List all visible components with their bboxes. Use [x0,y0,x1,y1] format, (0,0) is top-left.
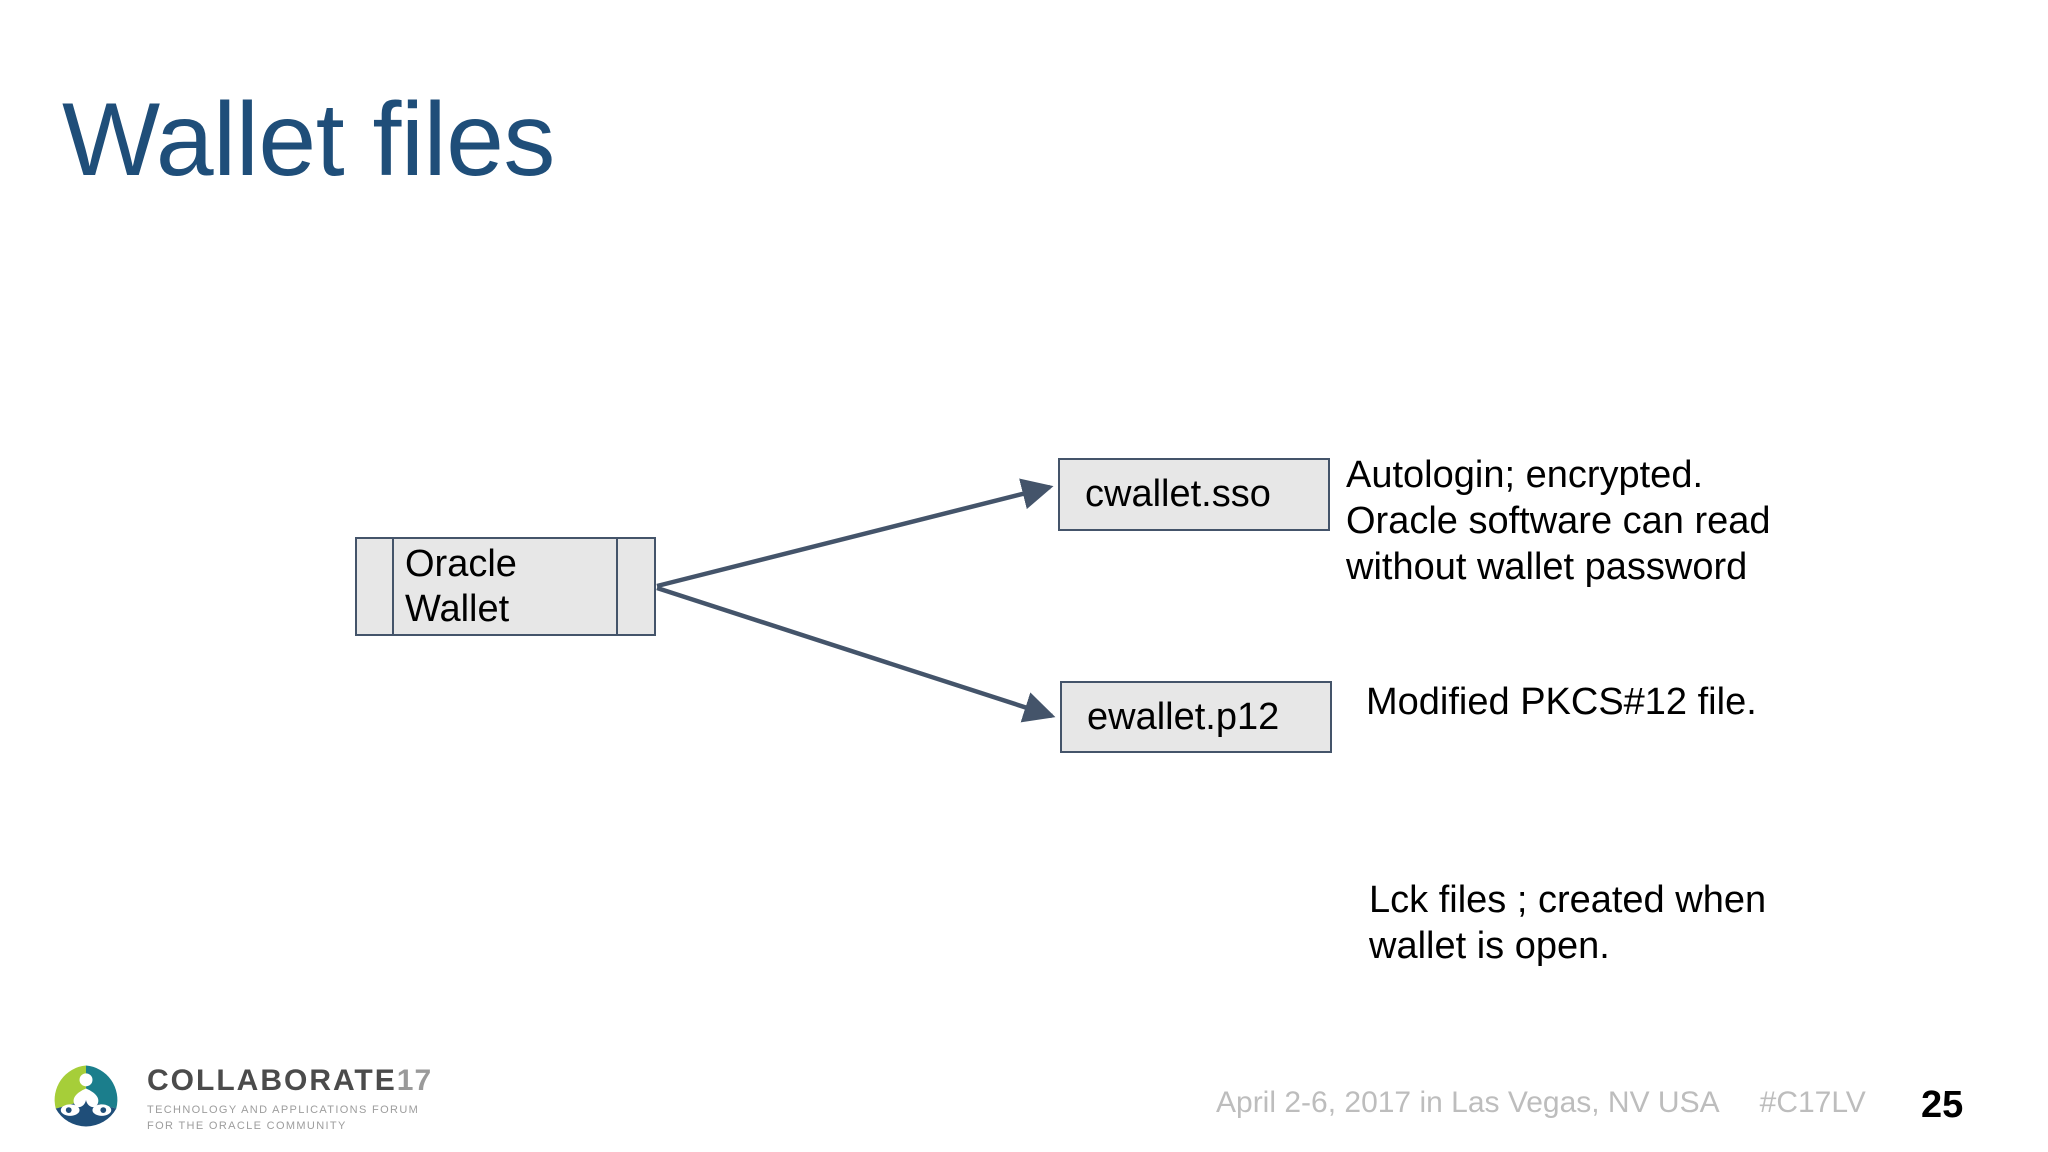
collaborate-tagline: TECHNOLOGY AND APPLICATIONS FORUM FOR TH… [147,1104,420,1132]
node-cwallet-sso[interactable]: cwallet.sso [1058,458,1330,531]
collaborate-wordmark: COLLABORATE17 [147,1066,432,1096]
node-cwallet-sso-label: cwallet.sso [1085,473,1271,515]
footer-event-info: April 2-6, 2017 in Las Vegas, NV USA #C1… [1216,1086,1866,1119]
annotation-cwallet-sso: Autologin; encrypted. Oracle software ca… [1346,454,1771,588]
page-title: Wallet files [62,82,555,198]
collaborate-logo: COLLABORATE17 TECHNOLOGY AND APPLICATION… [50,1060,432,1138]
collaborate-logo-text: COLLABORATE17 TECHNOLOGY AND APPLICATION… [147,1066,432,1135]
collaborate-wordmark-year: 17 [396,1064,433,1097]
node-oracle-wallet-label: Oracle Wallet [405,543,517,630]
node-oracle-wallet[interactable]: Oracle Wallet [355,537,656,636]
connector-wallet-to-ewallet [656,585,1056,723]
predefined-process-right-rule [616,539,618,634]
annotation-lck-files: Lck files ; created when wallet is open. [1369,879,1767,967]
predefined-process-left-rule [392,539,394,634]
node-ewallet-p12-label: ewallet.p12 [1087,695,1280,738]
node-ewallet-p12[interactable]: ewallet.p12 [1060,681,1332,753]
connector-wallet-to-cwallet [656,478,1054,589]
collaborate-wordmark-text: COLLABORATE [147,1064,397,1097]
slide-number: 25 [1921,1084,1964,1126]
annotation-ewallet-p12: Modified PKCS#12 file. [1366,681,1757,723]
collaborate-logo-mark [54,1065,118,1127]
